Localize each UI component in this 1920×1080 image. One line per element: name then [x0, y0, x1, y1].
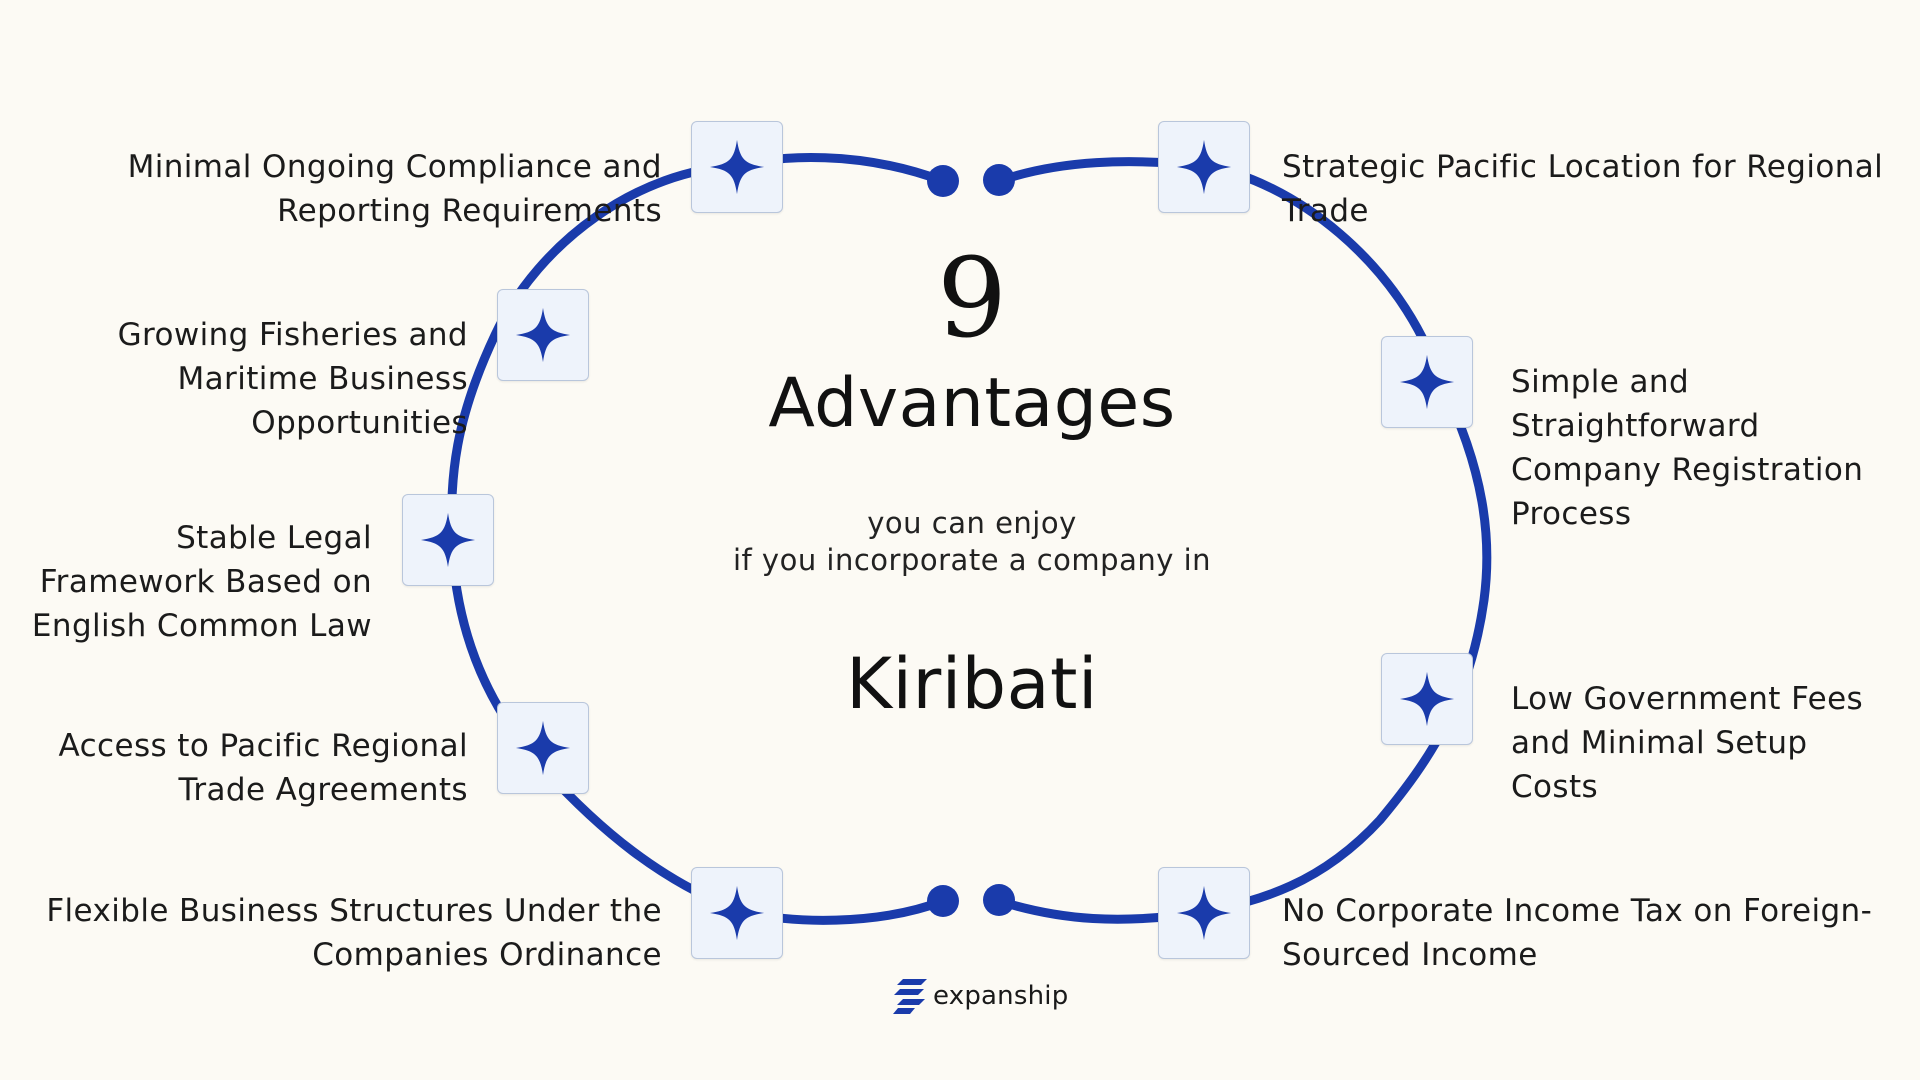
ring-dot-top-right	[983, 164, 1015, 196]
ring-dot-bottom-left	[927, 885, 959, 917]
four-point-star-icon	[709, 885, 765, 941]
advantage-label-9: Minimal Ongoing Compliance and Reporting…	[127, 149, 662, 229]
advantage-node-7	[402, 494, 494, 586]
advantage-node-2	[1381, 336, 1473, 428]
four-point-star-icon	[1399, 671, 1455, 727]
ring-dot-bottom-right	[983, 884, 1015, 916]
advantage-node-1	[1158, 121, 1250, 213]
four-point-star-icon	[1399, 354, 1455, 410]
advantage-label-6: Access to Pacific Regional Trade Agreeme…	[58, 728, 468, 808]
advantage-label-1: Strategic Pacific Location for Regional …	[1282, 149, 1884, 229]
four-point-star-icon	[515, 307, 571, 363]
country-name: Kiribati	[846, 643, 1098, 725]
brand-logo: expanship	[893, 976, 1068, 1016]
advantage-node-8	[497, 289, 589, 381]
advantage-node-5	[691, 867, 783, 959]
four-point-star-icon	[709, 139, 765, 195]
advantage-label-3: Low Government Fees and Minimal Setup Co…	[1511, 681, 1864, 805]
advantage-label-5: Flexible Business Structures Under the C…	[46, 893, 662, 973]
advantage-label-8: Growing Fisheries and Maritime Business …	[117, 317, 468, 441]
ring-dot-top-left	[927, 165, 959, 197]
advantage-node-4	[1158, 867, 1250, 959]
brand-name: expanship	[933, 981, 1069, 1011]
four-point-star-icon	[1176, 139, 1232, 195]
advantage-label-4: No Corporate Income Tax on Foreign-Sourc…	[1282, 893, 1873, 973]
advantage-node-3	[1381, 653, 1473, 745]
four-point-star-icon	[1176, 885, 1232, 941]
advantages-count: 9	[937, 234, 1007, 362]
advantage-node-6	[497, 702, 589, 794]
subtitle-line-1: you can enjoy	[867, 506, 1077, 540]
advantages-headline: Advantages	[768, 364, 1176, 443]
subtitle-line-2: if you incorporate a company in	[732, 543, 1212, 577]
four-point-star-icon	[420, 512, 476, 568]
four-point-star-icon	[515, 720, 571, 776]
advantage-label-7: Stable Legal Framework Based on English …	[31, 520, 372, 644]
advantage-node-9	[691, 121, 783, 213]
expanship-logo-icon	[893, 979, 927, 1014]
advantage-label-2: Simple and Straightforward Company Regis…	[1511, 364, 1864, 532]
